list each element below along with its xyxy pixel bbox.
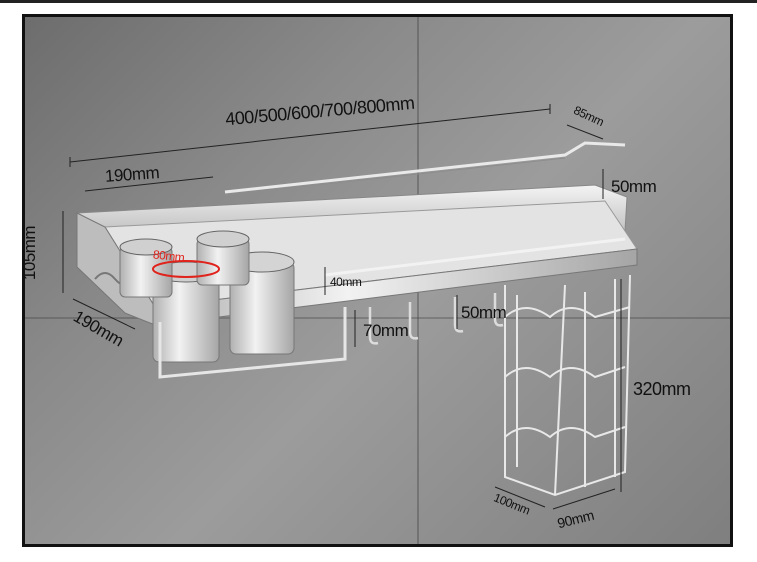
hook [493, 293, 504, 327]
top-rail-shadow [224, 157, 566, 196]
product-photo-frame: 400/500/600/700/800mm 85mm 190mm 50mm 10… [22, 14, 733, 547]
front-rail [324, 237, 626, 277]
top-border [0, 0, 757, 3]
utensil-cup [196, 230, 250, 286]
towel-bar [158, 307, 347, 379]
dim-label-rail-height: 50mm [611, 177, 657, 196]
dim-line-side-depth [72, 298, 136, 330]
dim-line-rack-width [494, 486, 546, 508]
kitchen-rack-illustration [62, 104, 638, 510]
dim-label-rail-width: 190mm [104, 163, 160, 186]
dim-line-length [69, 108, 551, 163]
cup-diameter-marker [152, 260, 220, 278]
hook [368, 307, 379, 345]
dim-label-hook-length: 70mm [363, 321, 409, 340]
dim-label-hook-spacing: 50mm [461, 303, 507, 322]
dim-line-rack-depth [552, 488, 616, 510]
dim-line-depth-top [566, 124, 604, 140]
dim-label-front-lip: 40mm [330, 275, 362, 289]
utensil-cup [119, 238, 173, 298]
top-rail [224, 141, 626, 194]
wall-tile-seam [25, 317, 730, 319]
dim-label-side-height: 105mm [22, 225, 40, 281]
dim-label-rack-height: 320mm [633, 379, 691, 399]
pot-lid-wire-rack [504, 274, 631, 497]
hook [453, 297, 464, 333]
hook [408, 302, 419, 340]
dim-line-rail-width [84, 176, 214, 192]
